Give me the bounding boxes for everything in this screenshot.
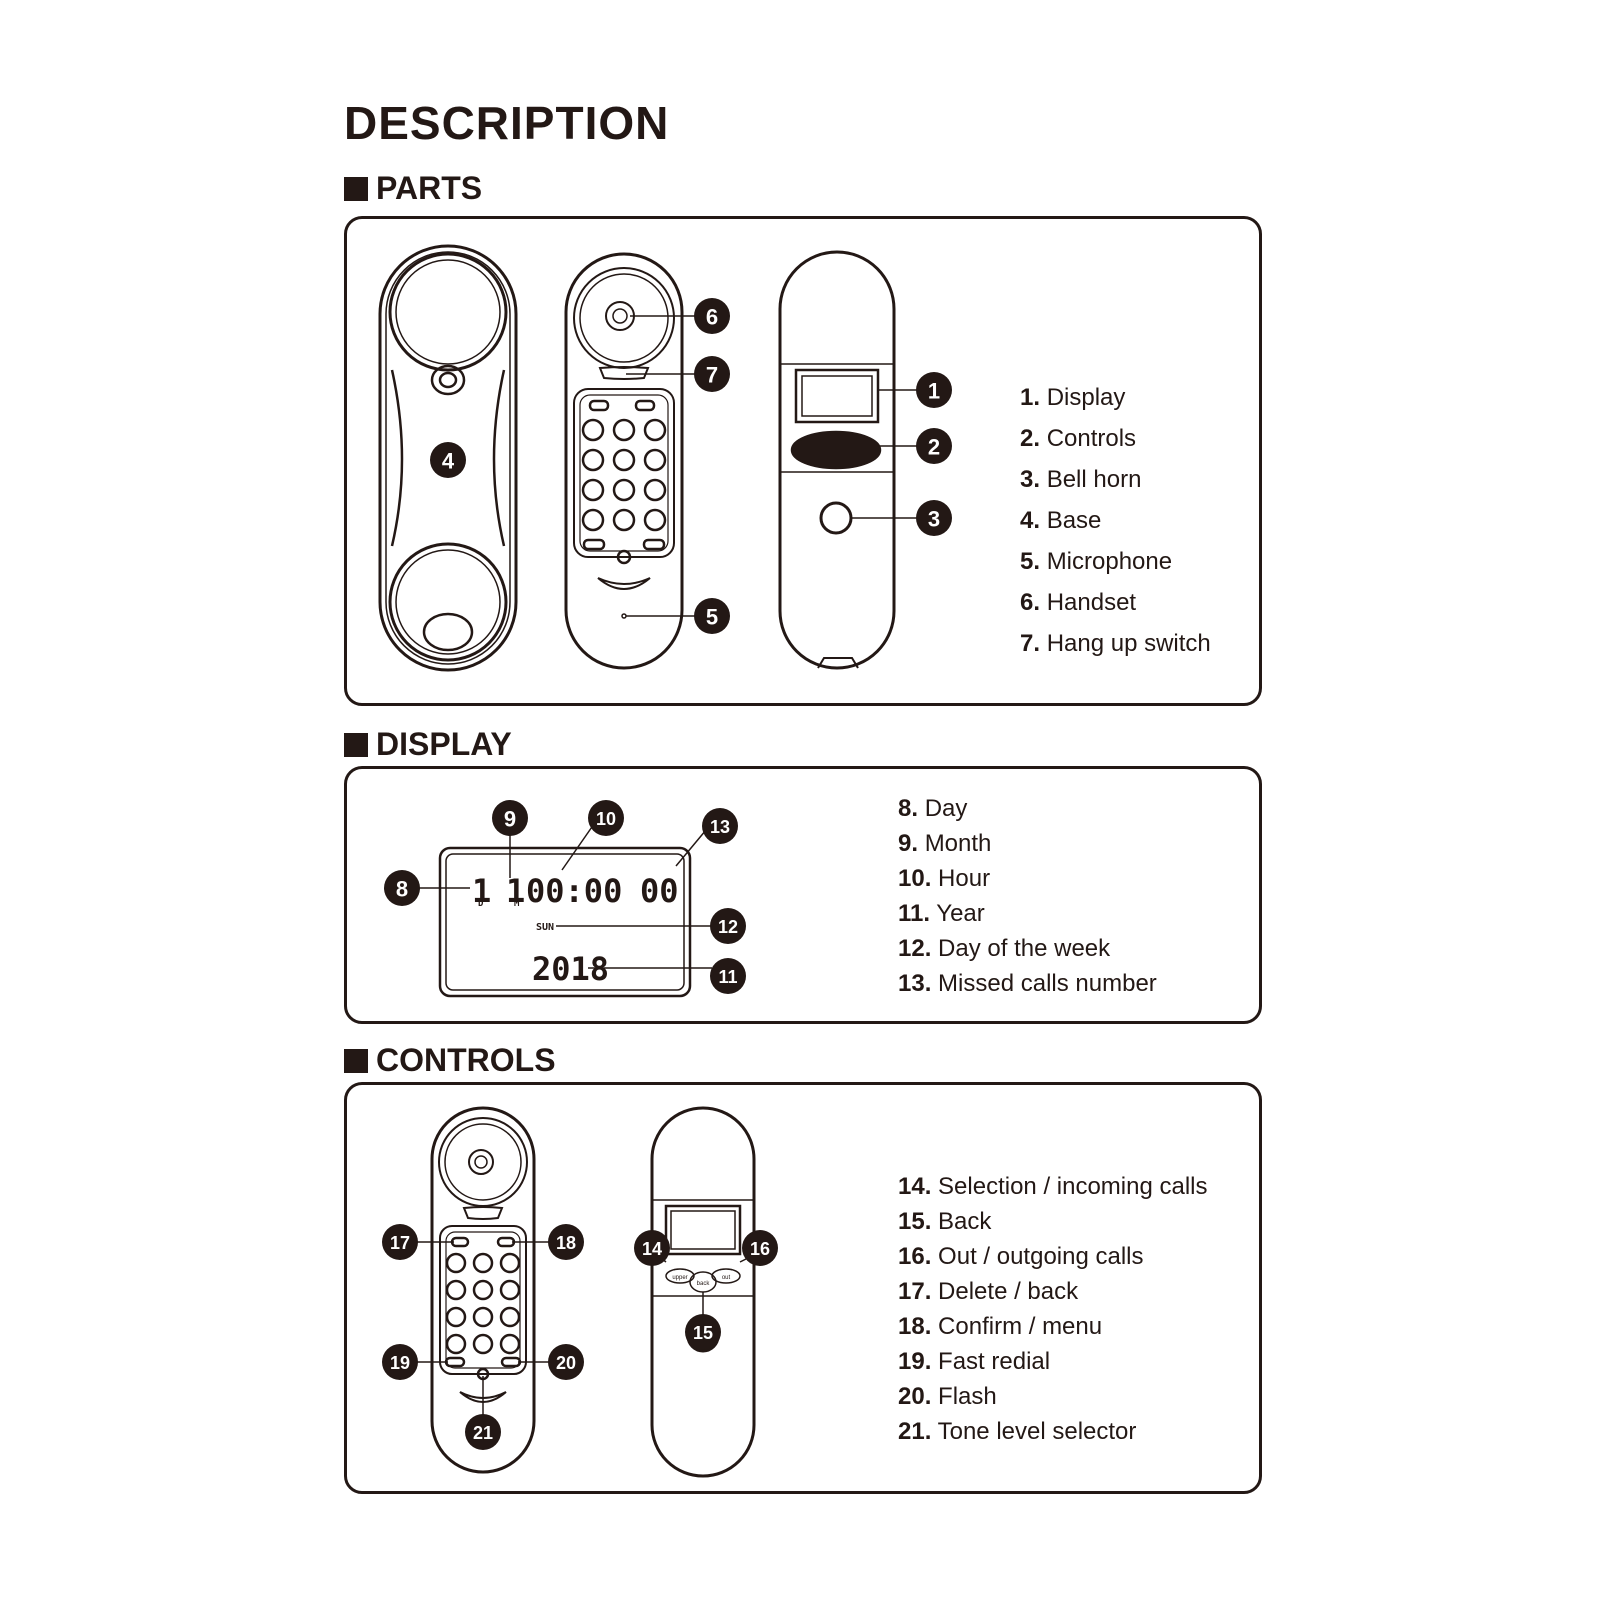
callout-1: 1 bbox=[916, 372, 952, 408]
legend-item: 18. Confirm / menu bbox=[898, 1313, 1103, 1340]
controls-heading-text: CONTROLS bbox=[376, 1042, 556, 1078]
callout-14: 14 bbox=[634, 1230, 670, 1266]
legend-item: 10. Hour bbox=[898, 865, 991, 892]
keypad-controls bbox=[445, 1252, 521, 1355]
legend-item: 16. Out / outgoing calls bbox=[898, 1243, 1144, 1270]
callout-3: 3 bbox=[916, 500, 952, 536]
legend-item: 21. Tone level selector bbox=[898, 1418, 1137, 1445]
svg-text:9: 9 bbox=[504, 807, 516, 832]
square-bullet-icon bbox=[344, 176, 368, 201]
svg-text:12: 12 bbox=[718, 917, 738, 937]
lcd-day: 1 bbox=[472, 872, 491, 910]
callout-15: 15 bbox=[685, 1314, 721, 1350]
upper-key-label: upper bbox=[672, 1275, 687, 1281]
controls-box bbox=[344, 1082, 1262, 1494]
parts-box bbox=[344, 216, 1262, 706]
legend-item: 20. Flash bbox=[898, 1383, 997, 1410]
legend-item: 7. Hang up switch bbox=[1020, 630, 1211, 657]
svg-text:18: 18 bbox=[556, 1233, 576, 1253]
lcd-content: 1 D 1 M 00:00 00 SUN 2018 bbox=[472, 872, 679, 988]
svg-text:16: 16 bbox=[750, 1239, 770, 1259]
controls-handset-drawing bbox=[430, 1106, 536, 1474]
legend-item: 14. Selection / incoming calls bbox=[898, 1173, 1208, 1200]
callout-17: 17 bbox=[382, 1224, 418, 1260]
handset-drawing bbox=[564, 252, 684, 670]
svg-text:2: 2 bbox=[928, 435, 940, 460]
legend-item: 19. Fast redial bbox=[898, 1348, 1051, 1375]
square-bullet-icon bbox=[344, 1048, 368, 1073]
page-title: DESCRIPTION bbox=[344, 97, 670, 149]
controls-heading: CONTROLS bbox=[344, 1042, 556, 1079]
svg-text:4: 4 bbox=[442, 449, 455, 474]
legend-item: 15. Back bbox=[898, 1208, 992, 1235]
display-heading: DISPLAY bbox=[344, 726, 512, 763]
legend-item: 6. Handset bbox=[1020, 589, 1137, 616]
callout-2: 2 bbox=[916, 428, 952, 464]
svg-text:8: 8 bbox=[396, 877, 408, 902]
base-drawing bbox=[378, 244, 518, 672]
square-bullet-icon bbox=[344, 732, 368, 757]
svg-text:15: 15 bbox=[693, 1323, 713, 1343]
svg-text:17: 17 bbox=[390, 1233, 410, 1253]
callout-21: 21 bbox=[465, 1414, 501, 1450]
lcd-time: 00:00 bbox=[526, 872, 622, 910]
svg-text:10: 10 bbox=[596, 809, 616, 829]
lcd-month: 1 bbox=[506, 872, 525, 910]
lcd-month-unit: M bbox=[514, 899, 520, 909]
callout-11: 11 bbox=[710, 958, 746, 994]
legend-item: 4. Base bbox=[1020, 507, 1102, 534]
legend-item: 12. Day of the week bbox=[898, 935, 1111, 962]
top-view-drawing bbox=[778, 250, 896, 670]
callout-5: 5 bbox=[694, 598, 730, 634]
display-box bbox=[344, 766, 1262, 1024]
callout-13: 13 bbox=[702, 808, 738, 844]
callout-4: 4 bbox=[430, 442, 466, 478]
svg-text:21: 21 bbox=[473, 1423, 493, 1443]
legend-item: 17. Delete / back bbox=[898, 1278, 1079, 1305]
svg-text:7: 7 bbox=[706, 363, 718, 388]
legend-item: 8. Day bbox=[898, 795, 968, 822]
svg-text:19: 19 bbox=[390, 1353, 410, 1373]
lcd-weekday: SUN bbox=[536, 922, 554, 933]
legend-item: 3. Bell horn bbox=[1020, 466, 1142, 493]
display-heading-text: DISPLAY bbox=[376, 726, 512, 762]
legend-item: 13. Missed calls number bbox=[898, 970, 1157, 997]
callout-12: 12 bbox=[710, 908, 746, 944]
svg-text:20: 20 bbox=[556, 1353, 576, 1373]
svg-text:3: 3 bbox=[928, 507, 940, 532]
svg-text:11: 11 bbox=[718, 967, 737, 987]
svg-text:13: 13 bbox=[710, 817, 730, 837]
callout-18: 18 bbox=[548, 1224, 584, 1260]
parts-heading-text: PARTS bbox=[376, 170, 483, 206]
lcd-drawing bbox=[406, 823, 712, 998]
legend-item: 1. Display bbox=[1020, 384, 1126, 411]
legend-item: 11. Year bbox=[898, 900, 985, 927]
callout-9: 9 bbox=[492, 800, 528, 836]
back-key-label: back bbox=[697, 1281, 711, 1287]
callout-19: 19 bbox=[382, 1344, 418, 1380]
callout-20: 20 bbox=[548, 1344, 584, 1380]
callout-8: 8 bbox=[384, 870, 420, 906]
callout-16: 16 bbox=[742, 1230, 778, 1266]
callout-10: 10 bbox=[588, 800, 624, 836]
parts-heading: PARTS bbox=[344, 170, 482, 207]
out-key-label: out bbox=[722, 1275, 731, 1281]
callouts: 1 2 3 4 5 6 7 8 9 10 11 12 13 14 15 16 1… bbox=[382, 298, 952, 1450]
svg-text:1: 1 bbox=[928, 379, 940, 404]
svg-text:5: 5 bbox=[706, 605, 718, 630]
keypad-parts bbox=[581, 418, 667, 532]
lcd-missed: 00 bbox=[640, 872, 679, 910]
callout-6: 6 bbox=[694, 298, 730, 334]
svg-text:6: 6 bbox=[706, 305, 718, 330]
lcd-day-unit: D bbox=[478, 899, 484, 909]
svg-text:14: 14 bbox=[642, 1239, 662, 1259]
controls-top-view-drawing: upper back out bbox=[650, 1106, 757, 1478]
legend-item: 5. Microphone bbox=[1020, 548, 1173, 575]
callout-7: 7 bbox=[694, 356, 730, 392]
legend-item: 2. Controls bbox=[1020, 425, 1137, 452]
lcd-year: 2018 bbox=[532, 950, 609, 988]
legend-item: 9. Month bbox=[898, 830, 992, 857]
